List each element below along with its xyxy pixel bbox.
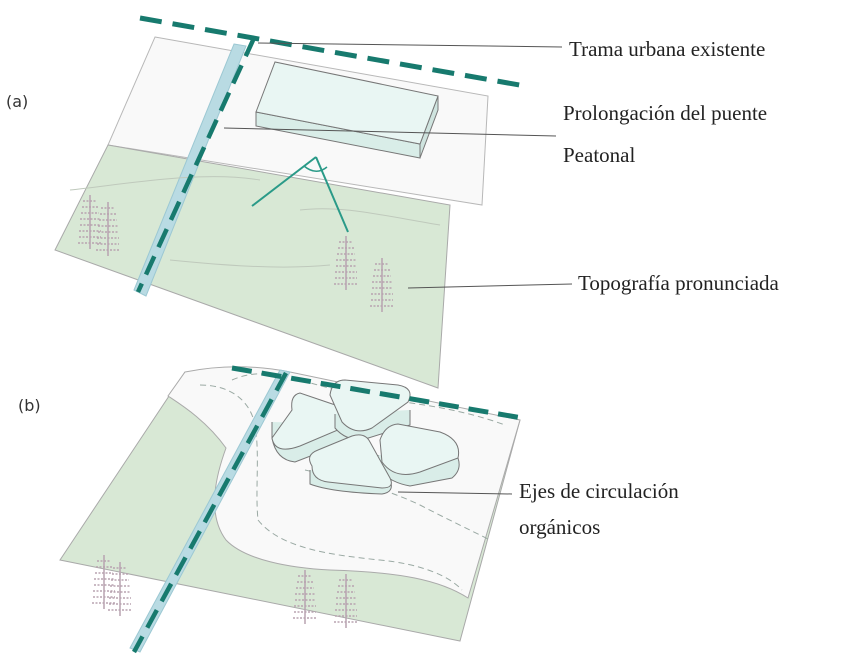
building-block-a <box>255 61 439 159</box>
label-ejes-line2: orgánicos <box>519 515 601 539</box>
label-puente-line1: Prolongación del puente <box>563 101 768 125</box>
pedestrian-axis-dash-b <box>132 371 288 654</box>
block-b-4 <box>309 434 392 495</box>
building-blocks-b <box>271 379 460 495</box>
block-b-3 <box>377 423 460 487</box>
label-trama-urbana: Trama urbana existente <box>569 37 766 61</box>
block-b-1 <box>271 392 356 463</box>
diagram-b <box>59 365 523 654</box>
diagram-a <box>54 15 573 389</box>
diagram-a-tag: (a) <box>6 92 29 111</box>
topography-angle-lines <box>251 156 349 233</box>
label-topografia: Topografía pronunciada <box>578 271 779 295</box>
label-puente-line2: Peatonal <box>563 143 636 167</box>
label-ejes-line1: Ejes de circulación <box>519 479 679 503</box>
leader-line-b <box>397 491 513 495</box>
existing-urban-grid-line-b <box>231 365 523 421</box>
pedestrian-bridge-path-a <box>133 43 247 297</box>
pedestrian-axis-dash-a <box>135 37 257 293</box>
leader-lines-a <box>223 42 573 289</box>
diagram-b-tag: (b) <box>18 396 41 415</box>
